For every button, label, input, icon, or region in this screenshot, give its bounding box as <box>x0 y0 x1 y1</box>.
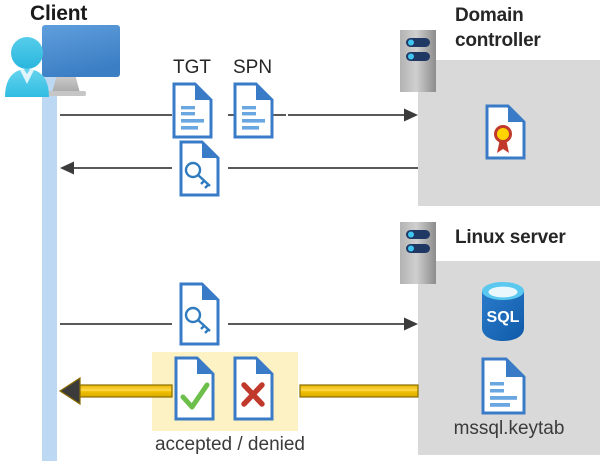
spn-document-icon <box>233 82 274 139</box>
accepted-denied-label: accepted / denied <box>154 434 305 455</box>
domain-controller-title: Domain controller <box>455 3 600 53</box>
flow-arrow-dc-to-client <box>60 161 418 175</box>
domain-controller-title-line1: Domain <box>455 5 524 26</box>
client-lifeline <box>42 66 57 461</box>
spn-label: SPN <box>233 57 273 78</box>
keytab-filename-label: mssql.keytab <box>453 418 565 439</box>
domain-controller-title-line2: controller <box>455 30 541 51</box>
domain-controller-panel <box>418 60 600 206</box>
linux-server-title: Linux server <box>455 227 566 248</box>
tgt-document-icon <box>172 82 213 139</box>
accepted-denied-highlight <box>152 352 298 431</box>
key-document-lower-icon <box>179 282 220 346</box>
flow-arrow-client-to-dc <box>60 108 418 122</box>
client-icon <box>5 25 120 97</box>
client-title: Client <box>30 2 88 25</box>
tgt-label: TGT <box>173 57 211 78</box>
key-document-upper-icon <box>179 140 220 197</box>
flow-arrow-client-to-linux <box>60 317 418 331</box>
